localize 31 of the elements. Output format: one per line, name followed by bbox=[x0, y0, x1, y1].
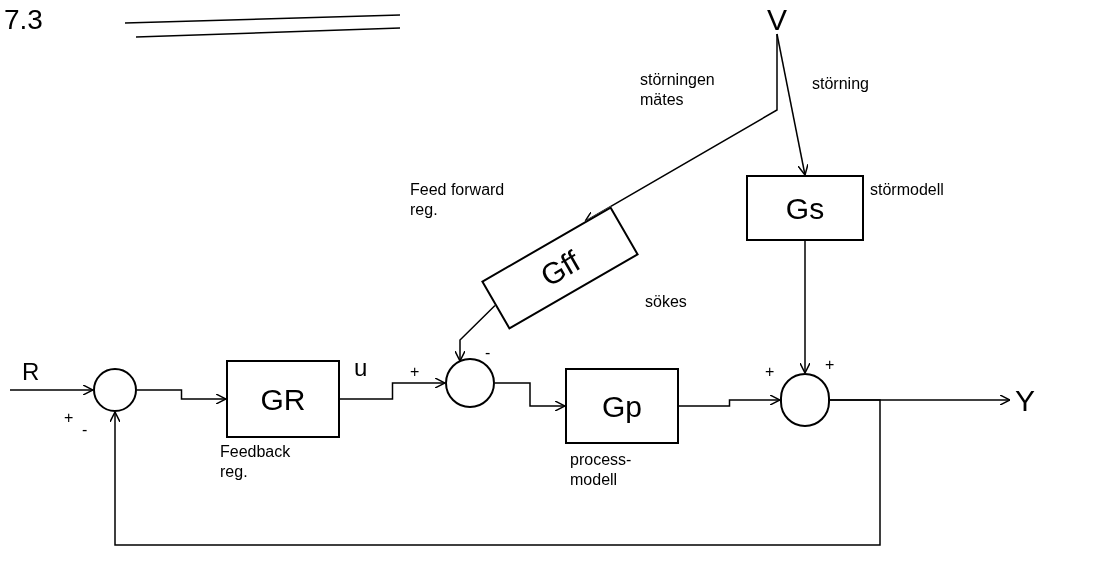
signal-arrow bbox=[109, 399, 881, 546]
signal-arrow bbox=[494, 382, 566, 412]
transfer-block: Gp bbox=[565, 368, 679, 444]
block-caption: process-modell bbox=[570, 450, 633, 490]
block-caption: sökes bbox=[645, 292, 688, 312]
signal-label: Y bbox=[1010, 383, 1040, 417]
signal-arrow bbox=[9, 384, 94, 396]
sign-label: + bbox=[825, 355, 835, 375]
transfer-block: GR bbox=[226, 360, 340, 438]
signal-arrow bbox=[678, 394, 781, 407]
block-caption: störmodell bbox=[870, 180, 945, 200]
signal-note: störningen mätes bbox=[640, 70, 716, 110]
signal-arrow bbox=[136, 389, 227, 405]
summing-junction bbox=[780, 373, 830, 427]
section-number: 7.3 bbox=[4, 3, 43, 37]
signal-note: störning bbox=[812, 74, 870, 94]
signal-label: V bbox=[762, 4, 792, 34]
signal-arrow bbox=[799, 240, 811, 374]
summing-junction bbox=[445, 358, 495, 408]
transfer-block: Gff bbox=[481, 206, 639, 330]
sign-label: + bbox=[410, 362, 420, 382]
sign-label: + bbox=[765, 362, 775, 382]
signal-arrow bbox=[584, 33, 778, 223]
sign-label: - bbox=[82, 420, 88, 440]
signal-arrow bbox=[776, 33, 809, 176]
transfer-block: Gs bbox=[746, 175, 864, 241]
sign-label: - bbox=[485, 343, 491, 363]
block-caption: Feedback reg. bbox=[220, 442, 292, 482]
summing-junction bbox=[93, 368, 137, 412]
signal-arrow bbox=[339, 377, 446, 400]
sign-label: + bbox=[64, 408, 74, 428]
